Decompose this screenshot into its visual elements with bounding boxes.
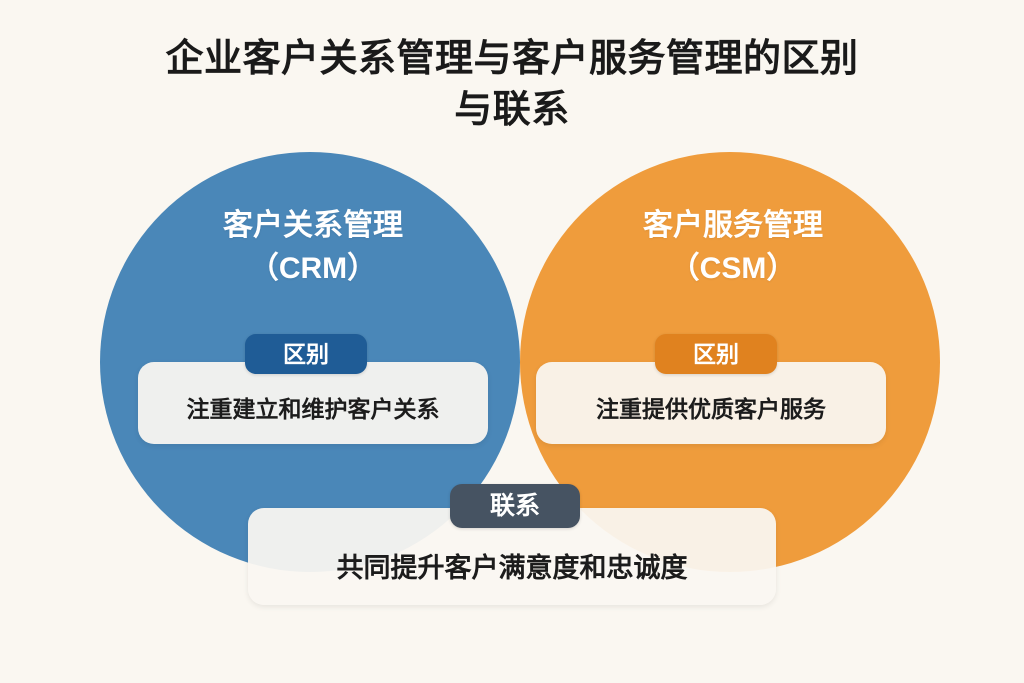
badge-connection: 联系 — [450, 484, 580, 528]
card-csm-difference-text: 注重提供优质客户服务 — [596, 396, 826, 422]
badge-crm-difference: 区别 — [245, 334, 367, 374]
card-csm-difference: 注重提供优质客户服务 — [536, 362, 886, 444]
venn-label-crm: 客户关系管理 （CRM） — [223, 209, 403, 285]
page-title: 企业客户关系管理与客户服务管理的区别 与联系 — [165, 38, 859, 131]
card-crm-difference: 注重建立和维护客户关系 — [138, 362, 488, 444]
card-crm-difference-text: 注重建立和维护客户关系 — [186, 396, 440, 422]
card-connection-text: 共同提升客户满意度和忠诚度 — [336, 553, 688, 583]
badge-csm-difference: 区别 — [655, 334, 777, 374]
venn-label-csm: 客户服务管理 （CSM） — [643, 209, 823, 285]
